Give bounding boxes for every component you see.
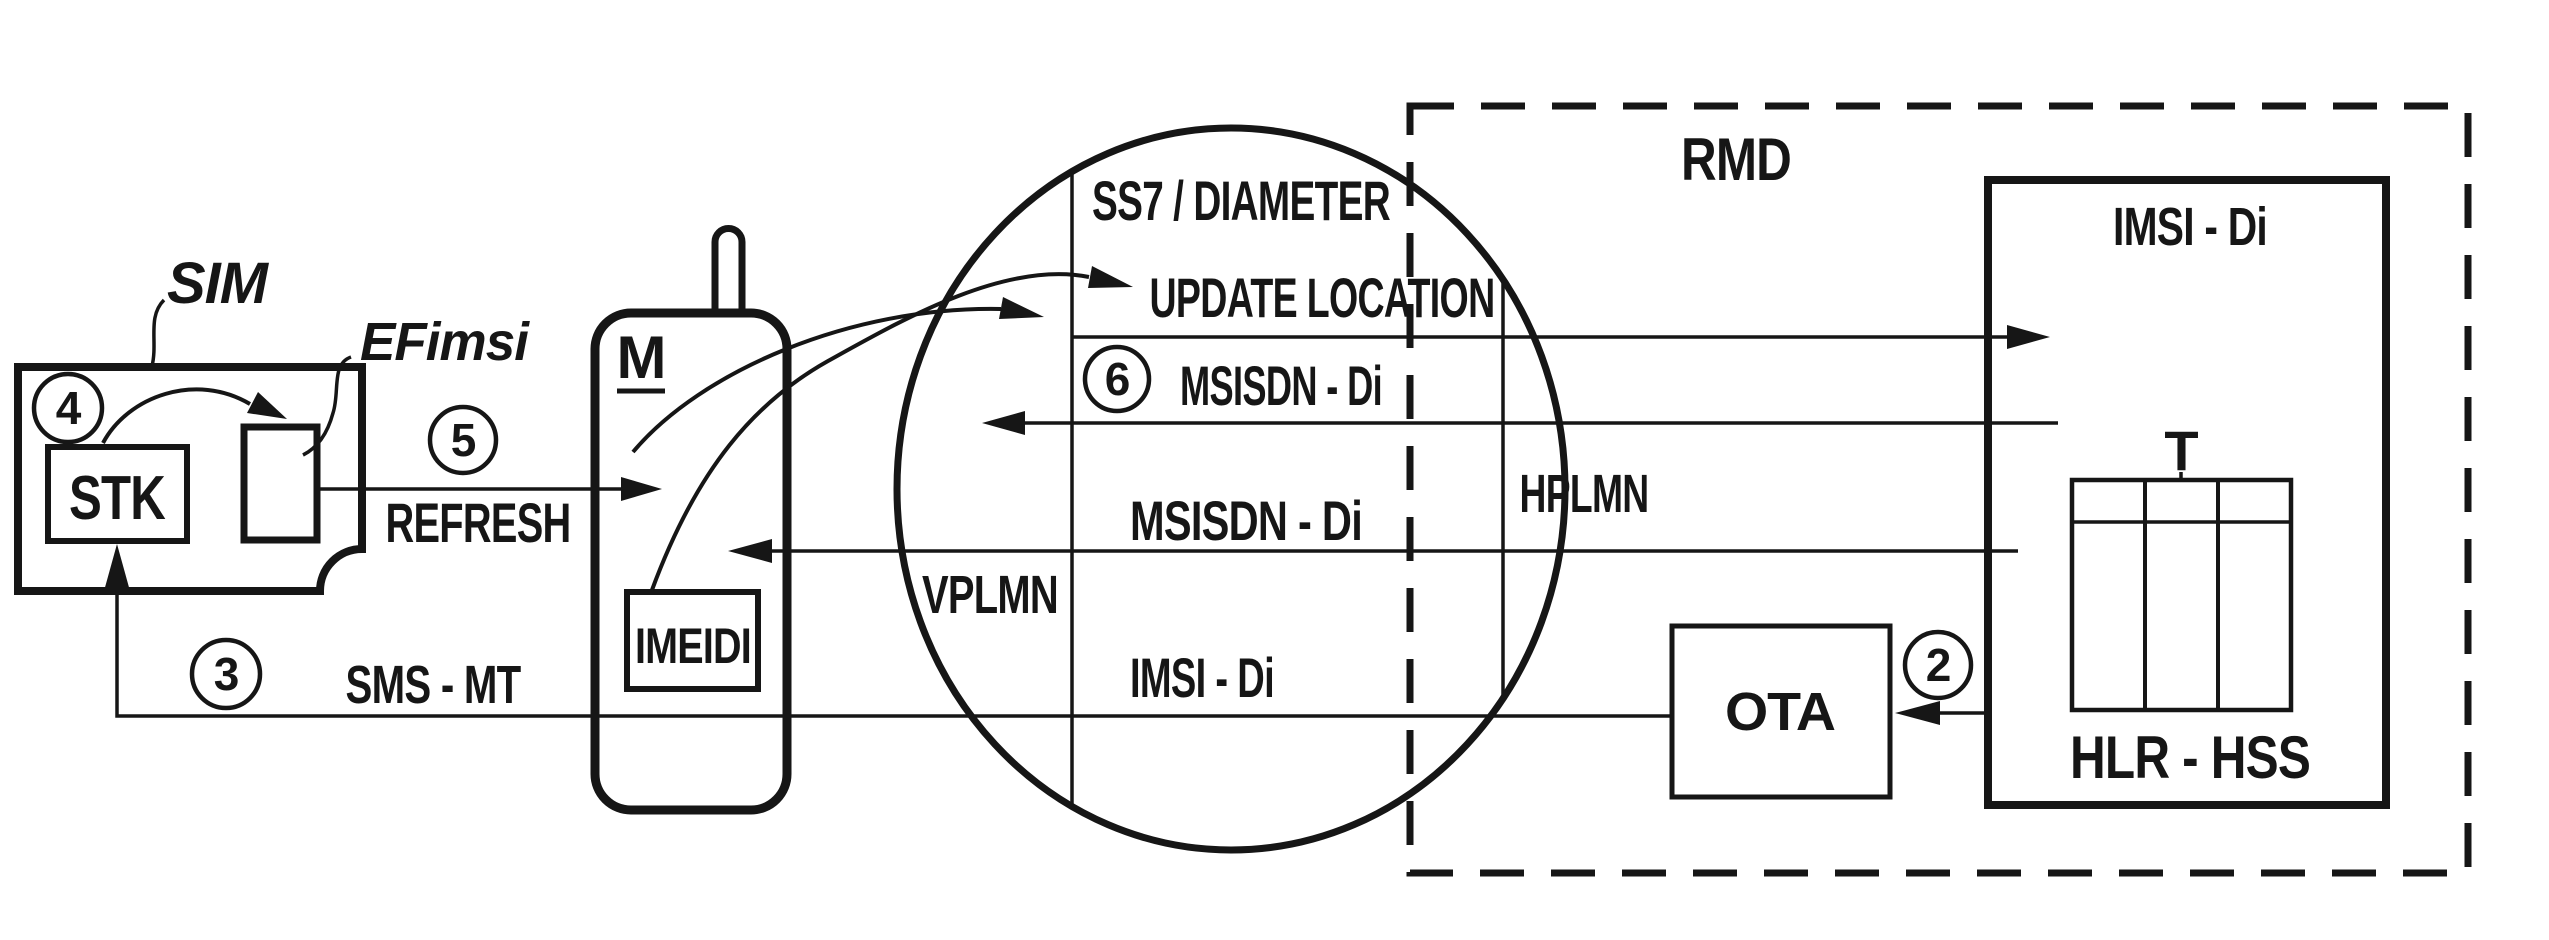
step-5-badge — [427, 404, 499, 476]
step-badges: 4 5 3 6 2 — [31, 344, 1974, 711]
msisdn-di-return-label: MSISDN - Di — [1180, 354, 1382, 417]
device-to-update-location-arrow — [631, 306, 1002, 454]
ef-imsi-file-box — [240, 423, 321, 544]
hlr-imsi-di-label: IMSI - Di — [2113, 197, 2267, 257]
network-ellipse — [893, 124, 1569, 854]
table-label: T — [2164, 419, 2198, 482]
imeidi-label: IMEIDI — [635, 618, 751, 674]
ss7-diameter-label: SS7 / DIAMETER — [1092, 169, 1390, 232]
device-label: M — [617, 324, 666, 391]
hlr-hss-label: HLR - HSS — [2070, 724, 2310, 791]
sim-leader-line — [150, 298, 166, 367]
step-3-badge — [189, 637, 263, 711]
imeidi-box — [624, 589, 761, 692]
efimsi-label: EFimsi — [360, 312, 530, 372]
stk-to-ef-arrow — [101, 387, 252, 444]
vplmn-label: VPLMN — [922, 565, 1058, 625]
ota-label: OTA — [1725, 682, 1835, 742]
mobile-device — [590, 225, 792, 815]
step-6-number: 6 — [1105, 353, 1130, 405]
sms-mt-arrowhead-icon — [104, 544, 130, 591]
msisdn-di-label: MSISDN - Di — [1130, 489, 1362, 552]
stk-to-ef-arrowhead-icon — [247, 392, 287, 419]
subscriber-table — [2069, 472, 2294, 713]
step-5-number: 5 — [451, 414, 476, 466]
sms-mt-line — [115, 588, 1672, 718]
message-arrows — [101, 266, 2058, 725]
subscriber-table-outline — [2069, 477, 2294, 713]
step-3-number: 3 — [214, 648, 239, 700]
ota-box — [1669, 623, 1893, 800]
network-cloud — [893, 124, 1569, 854]
sim-card — [14, 363, 366, 595]
rmd-label: RMD — [1681, 126, 1791, 193]
update-location-label: UPDATE LOCATION — [1150, 266, 1495, 329]
step-4-badge — [31, 371, 105, 445]
labels: SIM EFimsi STK REFRESH SMS - MT M IMEIDI… — [69, 126, 2311, 791]
sim-label: SIM — [167, 251, 270, 316]
imeidi-to-update-location-arrow — [650, 272, 1090, 591]
antenna — [711, 225, 746, 320]
efimsi-leader-line — [302, 355, 352, 457]
step-2-number: 2 — [1926, 639, 1951, 691]
step-4-number: 4 — [56, 382, 82, 434]
stk-label: STK — [69, 464, 166, 533]
msisdn-di-arrowhead-icon — [728, 539, 772, 563]
hlr-to-ota-arrowhead-icon — [1895, 701, 1940, 725]
refresh-label: REFRESH — [386, 491, 571, 554]
imeidi-to-update-location-arrowhead-icon — [1088, 266, 1133, 288]
hplmn-label: HPLMN — [1520, 464, 1649, 524]
step-6-badge — [1082, 344, 1152, 414]
refresh-arrowhead-icon — [621, 477, 662, 501]
update-location-arrowhead-icon — [2007, 325, 2050, 349]
step-2-badge — [1902, 629, 1974, 701]
rmd-domain — [1406, 102, 2472, 877]
stk-box — [45, 444, 190, 544]
device-to-update-location-arrowhead-icon — [999, 297, 1044, 319]
sms-mt-label: SMS - MT — [346, 655, 522, 715]
imsi-di-label: IMSI - Di — [1130, 646, 1274, 709]
msisdn-di-return-arrowhead-icon — [982, 411, 1025, 435]
